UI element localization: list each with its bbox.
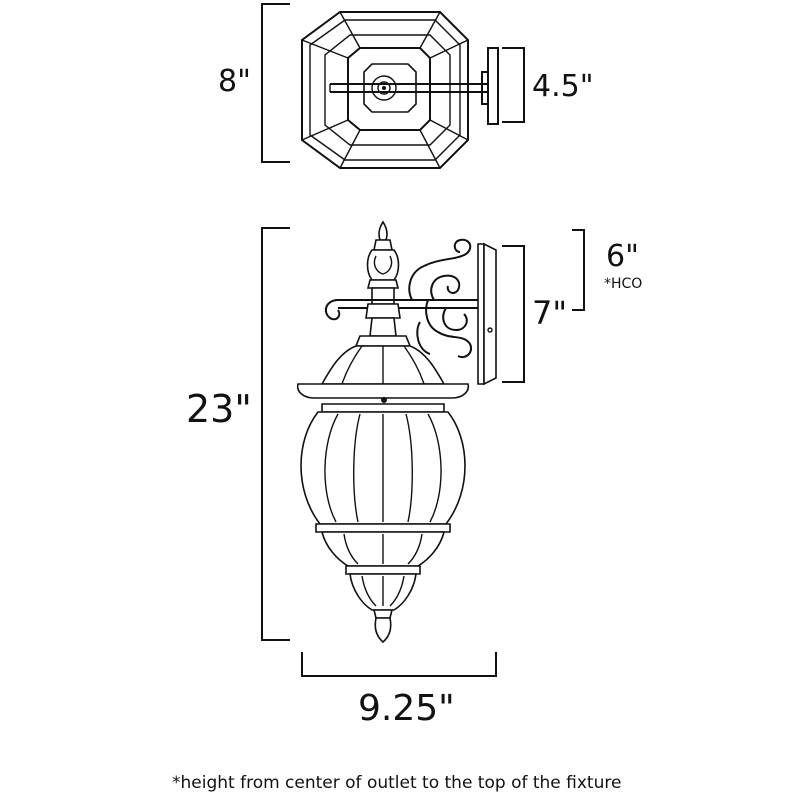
hco-dimension	[572, 229, 585, 311]
width-dimension	[301, 652, 497, 677]
top-depth-dimension	[261, 3, 290, 163]
hco-caption: *HCO	[604, 276, 642, 292]
footnote-text: *height from center of outlet to the top…	[172, 773, 621, 793]
backplate-height-label: 7"	[532, 294, 567, 332]
hco-value-label: 6"	[606, 239, 639, 274]
top-view	[301, 11, 499, 169]
height-dimension	[261, 227, 290, 641]
side-view	[296, 220, 497, 644]
backplate-width-dimension	[502, 47, 525, 123]
height-label: 23"	[186, 387, 252, 431]
top-depth-label: 8"	[218, 64, 251, 99]
width-label: 9.25"	[358, 688, 455, 729]
backplate-width-label: 4.5"	[532, 69, 594, 104]
backplate-height-dimension	[502, 245, 525, 383]
